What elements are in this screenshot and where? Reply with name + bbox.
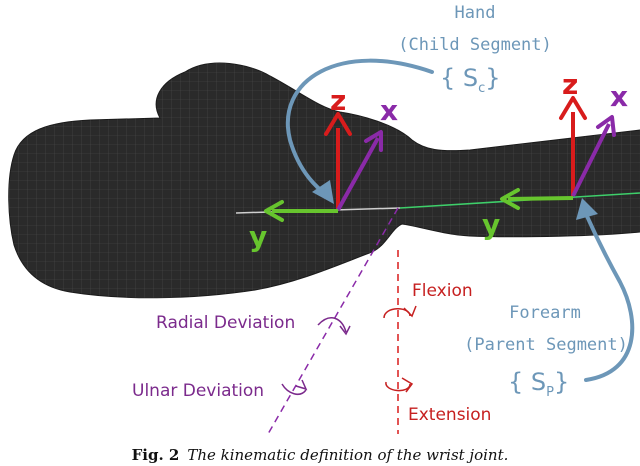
ulnar-deviation-curl (281, 383, 307, 395)
radial-deviation-curl-head (339, 325, 351, 336)
radial-deviation-curl (317, 317, 347, 333)
forearm-label-title: Forearm (509, 303, 581, 323)
child-z-label: z (330, 84, 346, 117)
parent-frame: z x y (482, 68, 628, 241)
extension-label: Extension (408, 405, 491, 425)
radial-deviation-label: Radial Deviation (156, 313, 295, 333)
extension-curl-head (401, 377, 414, 393)
extension-curl (385, 381, 411, 392)
hand-set-symbol: { Sc} (440, 64, 501, 96)
hand-label-title: Hand (455, 3, 496, 23)
hand-label-subtitle: (Child Segment) (398, 35, 552, 55)
child-x-axis (336, 137, 380, 211)
child-y-label: y (249, 220, 267, 253)
hand-mesh (8, 62, 640, 299)
parent-x-label: x (610, 80, 628, 113)
forearm-leader-arrow (584, 212, 635, 382)
parent-x-axis (571, 123, 611, 197)
parent-z-arrowhead (559, 96, 587, 120)
forearm-label-subtitle: (Parent Segment) (464, 335, 628, 355)
child-z-arrowhead (324, 112, 352, 136)
hand-leader-arrowhead (312, 180, 334, 204)
flexion-curl-head (403, 305, 417, 318)
child-y-arrowhead (264, 200, 284, 222)
child-x-arrowhead (364, 130, 383, 152)
child-frame: z x y (249, 84, 398, 253)
deviation-axis (267, 207, 399, 435)
parent-z-label: z (562, 68, 578, 101)
parent-y-label: y (482, 208, 500, 241)
ulnar-deviation-label: Ulnar Deviation (132, 381, 264, 401)
hand-segment-label: Hand (Child Segment) { Sc} (398, 3, 552, 96)
forearm-segment-label: Forearm (Parent Segment) { SP} (464, 303, 628, 400)
hand-leader-arrow (286, 58, 434, 200)
parent-y-axis (507, 196, 574, 201)
parent-x-arrowhead (596, 115, 616, 137)
ulnar-deviation-curl-head (295, 379, 308, 391)
forearm-set-symbol: { SP} (508, 368, 569, 400)
forearm-leader-arrowhead (576, 198, 598, 220)
flexion-label: Flexion (412, 281, 473, 301)
parent-y-arrowhead (500, 188, 520, 210)
child-x-label: x (380, 94, 398, 127)
